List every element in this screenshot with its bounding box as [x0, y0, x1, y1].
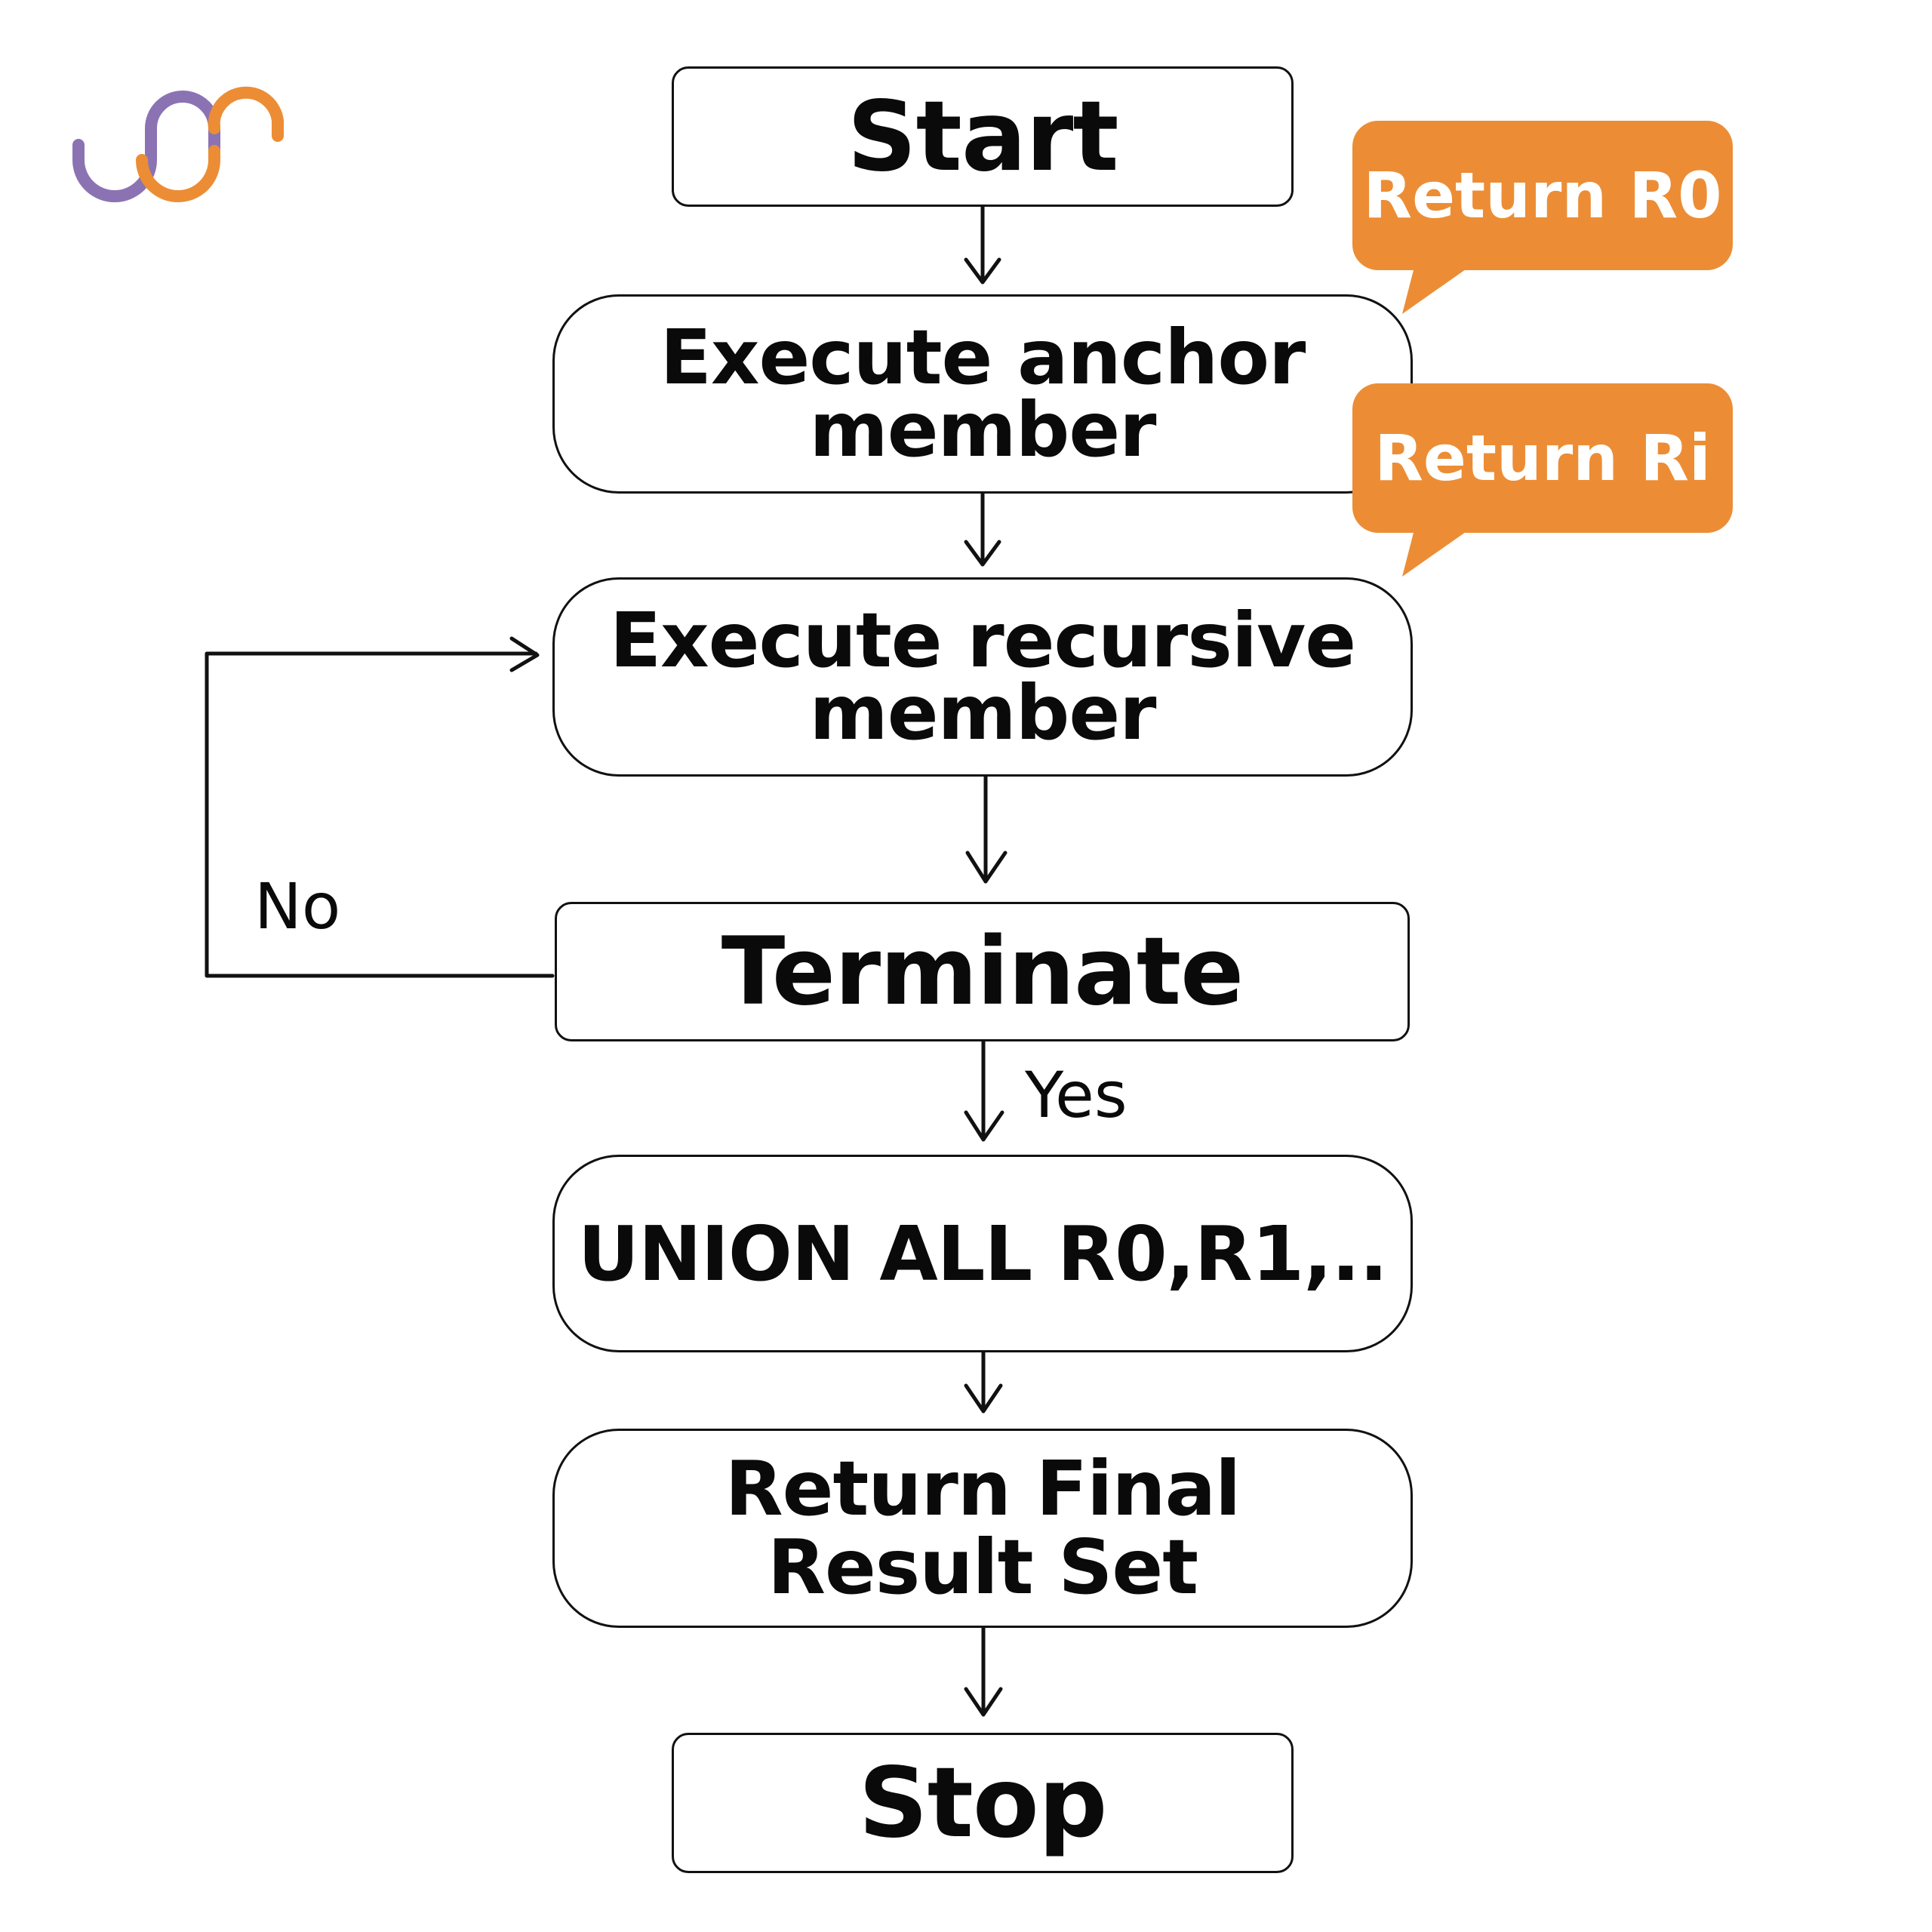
edge-label-yes: Yes: [1025, 1058, 1128, 1132]
arrowhead-final: [964, 1383, 1003, 1414]
terminate-node: Terminate: [555, 902, 1410, 1041]
start-node: Start: [672, 66, 1294, 207]
logo-icon: [72, 86, 284, 202]
stop-label: Stop: [858, 1746, 1108, 1860]
union-label: UNION ALL R0,R1,..: [577, 1209, 1388, 1298]
recursive-label-line1: Execute recursive: [609, 596, 1356, 685]
final-label-line1: Return Final: [724, 1444, 1241, 1533]
return-final-node: Return Final Result Set: [552, 1429, 1413, 1628]
arrow-no-loop: [205, 651, 555, 978]
logo-purple-stroke: [72, 91, 220, 202]
logo-orange-stroke-b: [208, 86, 284, 142]
recursive-label-line2: member: [809, 669, 1157, 757]
execute-anchor-node: Execute anchor member: [552, 294, 1413, 494]
arrowhead-stop: [964, 1687, 1003, 1717]
arrowhead-recursive: [964, 540, 1001, 567]
callout-return-r0: Return R0: [1352, 121, 1733, 270]
arrowhead-no-loop: [509, 636, 540, 672]
callout-r0-label: Return R0: [1363, 158, 1722, 232]
arrowhead-terminate: [965, 851, 1008, 884]
anchor-label-line2: member: [809, 386, 1157, 474]
edge-label-no: No: [254, 869, 341, 943]
execute-recursive-node: Execute recursive member: [552, 577, 1413, 777]
union-all-node: UNION ALL R0,R1,..: [552, 1155, 1413, 1352]
arrowhead-anchor: [964, 257, 1001, 285]
start-label: Start: [847, 80, 1118, 193]
callout-tail-ri: [1402, 527, 1473, 577]
arrowhead-union: [964, 1110, 1004, 1142]
logo-orange-stroke-a: [136, 145, 220, 202]
callout-tail-r0: [1402, 264, 1473, 314]
final-label-line2: Result Set: [767, 1523, 1198, 1611]
terminate-label: Terminate: [721, 917, 1244, 1026]
callout-return-ri: Return Ri: [1352, 383, 1733, 533]
callout-ri-label: Return Ri: [1374, 421, 1711, 495]
stop-node: Stop: [672, 1733, 1294, 1873]
anchor-label-line1: Execute anchor: [660, 313, 1306, 401]
